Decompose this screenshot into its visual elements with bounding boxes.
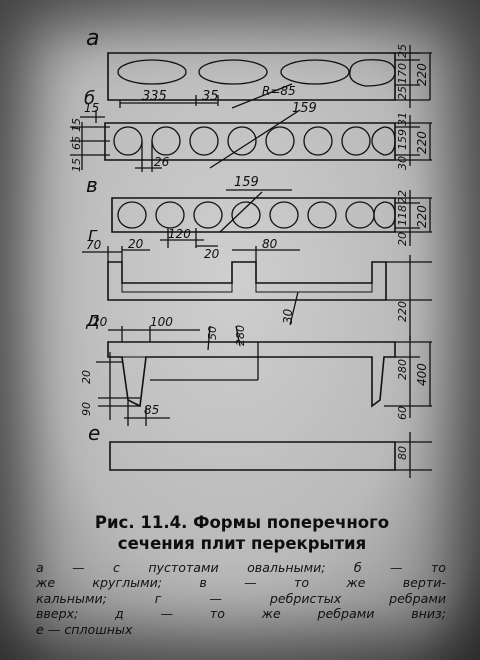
dim-v-120: 120	[168, 227, 191, 241]
dim-b-159: 159	[292, 101, 317, 116]
dim-d-85: 85	[144, 403, 159, 417]
dim-g-70: 70	[86, 238, 102, 252]
caption-legend-line: вверх; д — то же ребрами вниз;	[36, 606, 446, 622]
dim-d-100: 100	[150, 315, 173, 329]
section-b-round-voids	[70, 109, 432, 172]
caption-title-line-1: Рис. 11.4. Формы поперечного	[94, 513, 390, 532]
dim-a-right-3: 25	[396, 86, 409, 100]
dim-d-90: 90	[80, 402, 93, 416]
label-g: г	[88, 224, 98, 245]
caption-legend-line: же круглыми; в — то же верти-	[36, 575, 446, 591]
dim-v-right-3: 20	[396, 232, 409, 246]
dim-a-35: 35	[202, 89, 219, 104]
caption-legend-line: е — сплошных	[36, 621, 133, 637]
dim-d-right-1: 280	[396, 359, 409, 380]
dim-b-right-1: 31	[396, 112, 409, 126]
section-d-ribs-down	[96, 325, 432, 426]
label-b: б	[84, 88, 95, 109]
dim-a-right-2: 170	[396, 63, 409, 84]
dim-b-right-2: 159	[396, 129, 409, 150]
cross-section-drawing: а б в г д е 335 35 R=85 25 170 25 220 15…	[0, 0, 480, 510]
dim-v-159: 159	[234, 175, 259, 190]
dim-b-15: 15	[84, 101, 99, 115]
dim-d-total: 400	[415, 363, 429, 386]
caption-legend-line: а — с пустотами овальными; б — то	[36, 560, 446, 575]
caption-legend-line: кальными; г — ребристых ребрами	[36, 590, 446, 606]
label-a: а	[86, 26, 99, 51]
dim-d-20-top: 20	[92, 315, 108, 329]
section-v-vertical-voids	[111, 189, 432, 248]
dim-e-80: 80	[396, 446, 409, 460]
dim-g-30: 30	[281, 308, 295, 324]
dim-b-total: 220	[415, 131, 429, 154]
dim-g-20: 20	[128, 237, 144, 251]
dim-v-total: 220	[415, 205, 429, 228]
section-g-ribs-up	[82, 246, 432, 340]
dim-b-26: 26	[154, 155, 170, 169]
dim-b-right-3: 30	[396, 156, 409, 170]
dim-v-20: 20	[204, 247, 220, 261]
dim-g-220: 220	[396, 301, 409, 322]
label-d: д	[85, 307, 100, 331]
figure-caption-legend: а — с пустотами овальными; б — то же кру…	[36, 560, 446, 637]
dim-b-left-2: 65	[70, 136, 83, 150]
dim-d-280: 280	[234, 325, 247, 346]
dim-a-radius: R=85	[262, 84, 296, 98]
dim-v-right-1: 22	[396, 190, 409, 204]
dim-d-20-side: 20	[80, 370, 93, 384]
label-v: в	[86, 173, 98, 197]
dim-g-80: 80	[262, 237, 278, 251]
dim-b-left-3: 15	[70, 118, 83, 132]
section-e-solid	[109, 432, 432, 478]
dim-d-50: 50	[206, 326, 219, 340]
label-e: е	[88, 421, 100, 445]
dim-v-right-2: 118	[396, 205, 409, 226]
dim-a-total: 220	[415, 63, 429, 86]
figure-caption-title: Рис. 11.4. Формы поперечного сечения пли…	[22, 512, 462, 554]
dim-d-right-2: 60	[396, 406, 409, 420]
dim-a-right-1: 25	[396, 44, 409, 58]
section-a-oval-voids	[107, 45, 432, 109]
dim-b-left-1: 15	[70, 158, 83, 172]
caption-title-line-2: сечения плит перекрытия	[117, 534, 367, 553]
dim-a-335: 335	[142, 89, 167, 104]
